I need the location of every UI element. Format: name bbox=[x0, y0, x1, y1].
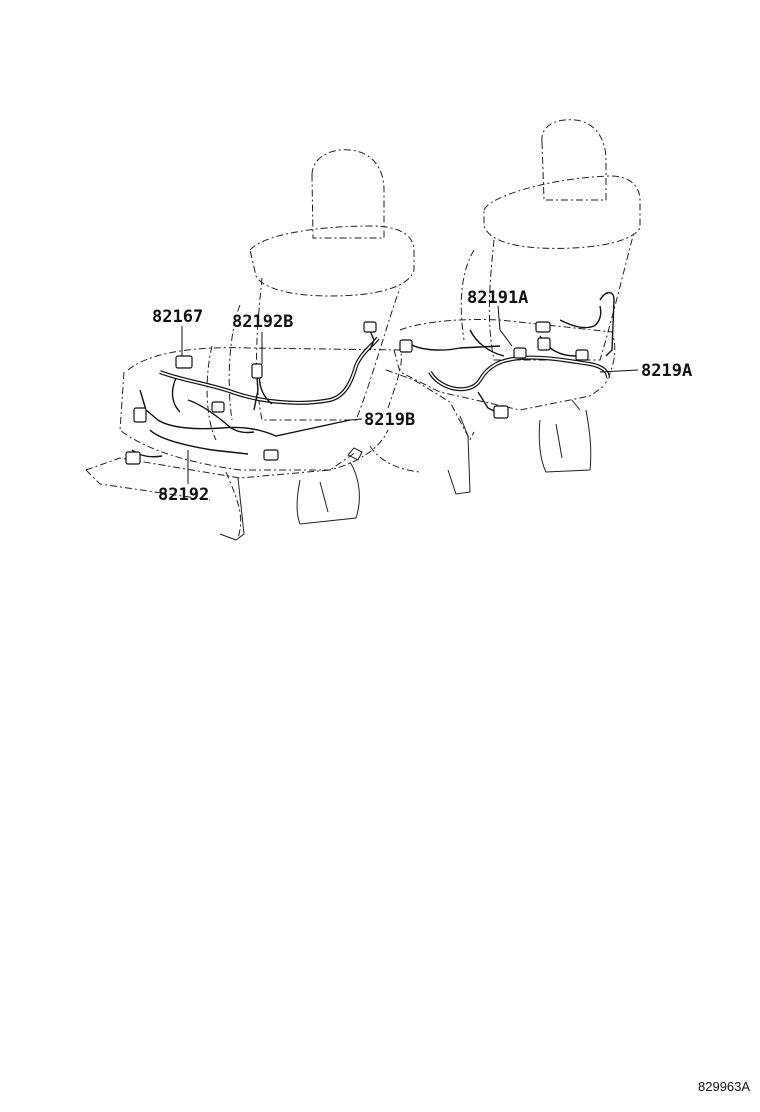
leader-8219B bbox=[349, 418, 363, 421]
illustration-code: 829963A bbox=[698, 1079, 750, 1094]
leader-8219A bbox=[599, 369, 639, 373]
right-seat-outline bbox=[369, 119, 641, 495]
left-seat-wire-harness bbox=[125, 321, 380, 465]
leader-lines bbox=[181, 305, 639, 484]
part-label-8219B: 8219B bbox=[364, 410, 415, 430]
part-label-82192: 82192 bbox=[158, 485, 209, 505]
part-label-8219A: 8219A bbox=[641, 361, 692, 381]
part-label-82191A: 82191A bbox=[467, 288, 528, 308]
leader-82191A bbox=[497, 305, 513, 347]
left-seat-outline bbox=[85, 149, 415, 541]
part-label-82167: 82167 bbox=[152, 307, 203, 327]
part-label-82192B: 82192B bbox=[232, 312, 293, 332]
right-seat-wire-harness bbox=[399, 291, 615, 419]
